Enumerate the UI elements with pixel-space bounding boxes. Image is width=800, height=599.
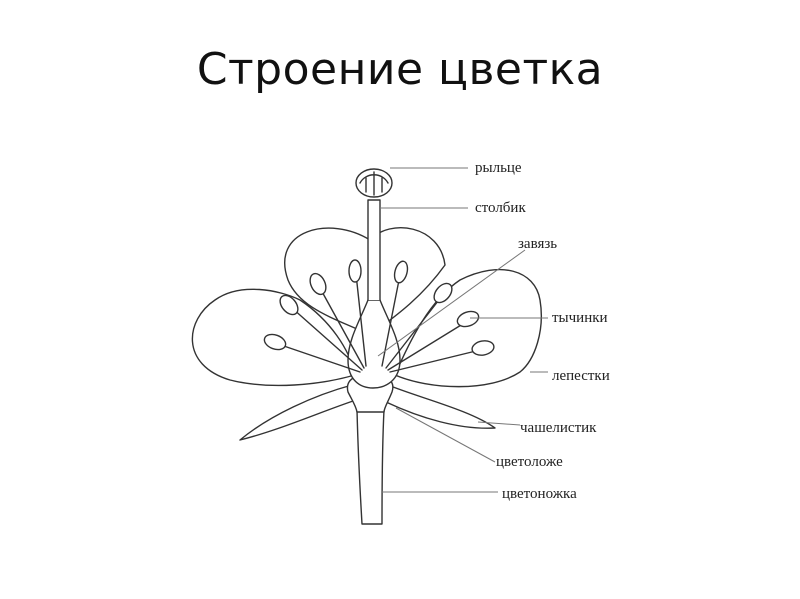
label-stamens: тычинки xyxy=(552,310,608,326)
slide-title: Строение цветка xyxy=(196,44,604,95)
sepal-right xyxy=(385,384,496,429)
label-style: столбик xyxy=(475,200,526,216)
sepal-left xyxy=(239,384,357,441)
label-ovary: завязь xyxy=(518,236,557,252)
label-pedicel: цветоножка xyxy=(502,486,577,502)
petal-left-back xyxy=(284,226,446,336)
petal-right xyxy=(394,268,542,388)
style xyxy=(367,199,381,301)
stamen-filaments xyxy=(277,273,481,373)
flower-structure-diagram: рыльце столбик завязь тычинки лепестки ч… xyxy=(191,160,610,525)
label-receptacle: цветоложе xyxy=(496,454,563,470)
label-petals: лепестки xyxy=(552,368,610,384)
label-stigma: рыльце xyxy=(475,160,522,176)
pedicel xyxy=(356,409,385,525)
label-sepal: чашелистик xyxy=(520,420,597,436)
